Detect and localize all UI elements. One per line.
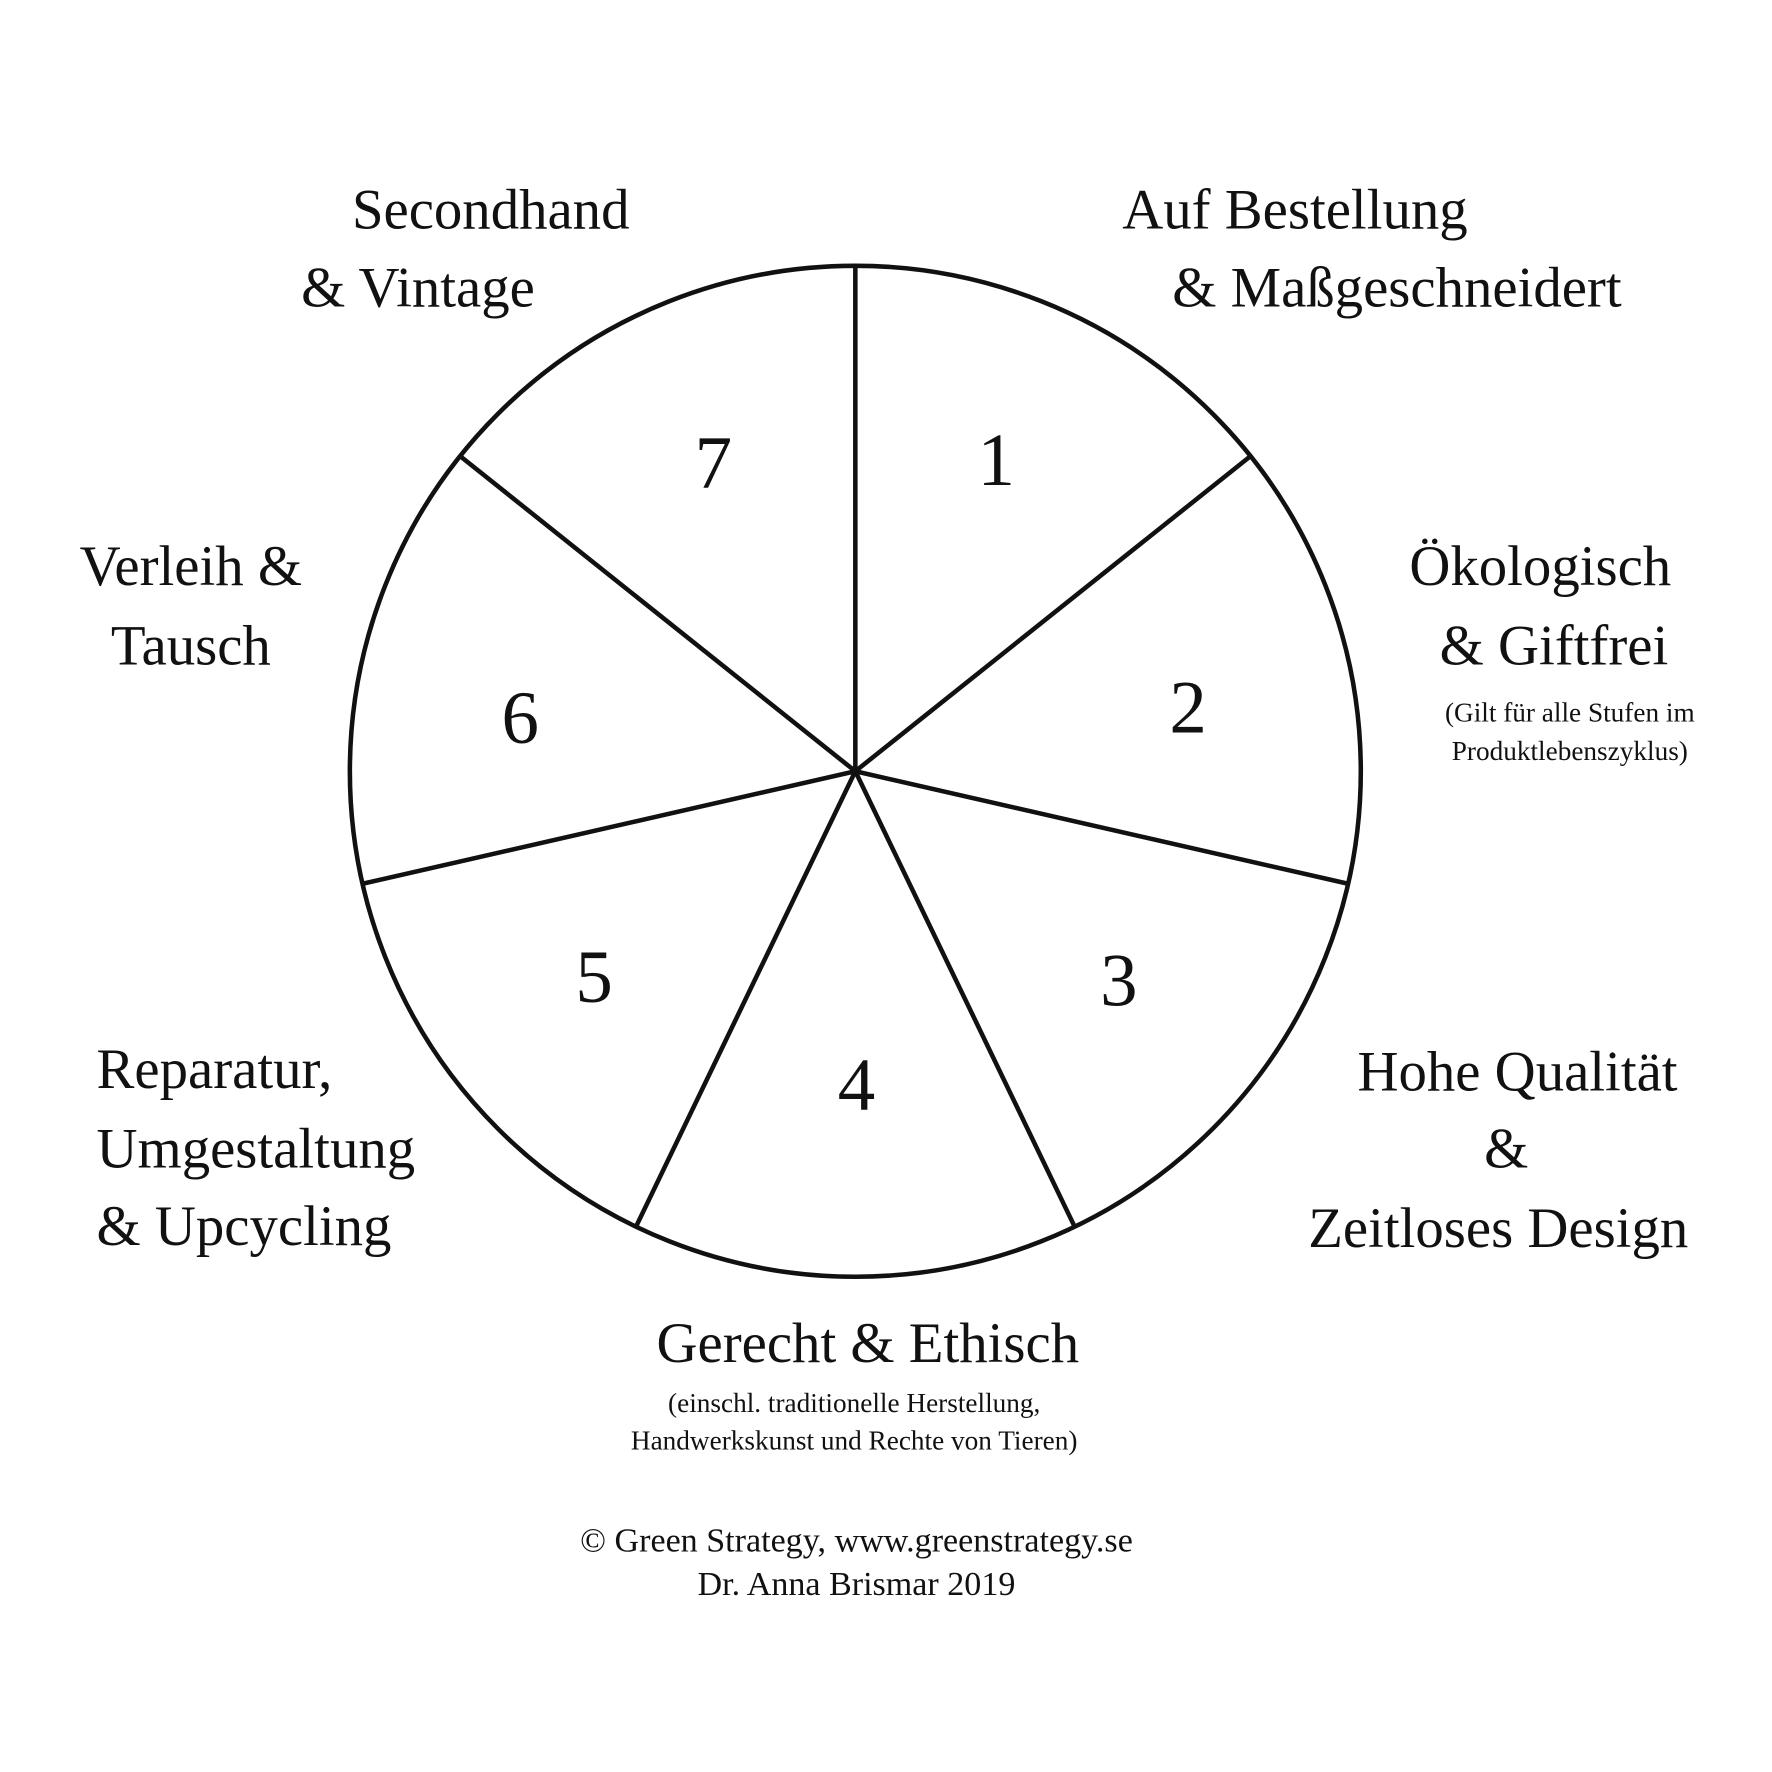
label-1: Auf Bestellung & Maßgeschneidert (1122, 178, 1622, 319)
segment-number-3: 3 (1100, 939, 1137, 1022)
segment-number-6: 6 (501, 677, 538, 760)
segment-divider (362, 769, 856, 886)
label-line: Gerecht & Ethisch (657, 1312, 1080, 1375)
segment-number-5: 5 (575, 936, 612, 1019)
segment-number-1: 1 (977, 419, 1014, 502)
segment-number-2: 2 (1169, 667, 1206, 750)
label-line: Secondhand (352, 178, 630, 241)
label-line: Tausch (111, 615, 271, 678)
label-note: (einschl. traditionelle Herstellung, (668, 1388, 1040, 1418)
label-line: & Vintage (301, 257, 535, 320)
label-line: Auf Bestellung (1122, 178, 1467, 241)
label-7: Secondhand & Vintage (301, 178, 629, 319)
label-line: Zeitloses Design (1308, 1197, 1688, 1260)
segment-divider (633, 770, 858, 1228)
label-line: & Giftfrei (1440, 615, 1669, 678)
author-line: Dr. Anna Brismar 2019 (698, 1566, 1016, 1603)
label-note: Produktlebenszyklus) (1452, 736, 1688, 766)
label-line: Verleih & (80, 535, 302, 598)
label-2: Ökologisch & Giftfrei (Gilt für alle Stu… (1409, 535, 1694, 766)
segment-divider (853, 770, 1077, 1228)
segment-divider (458, 454, 857, 774)
label-5: Reparatur, Umgestaltung & Upcycling (97, 1038, 416, 1258)
segment-number-4: 4 (838, 1044, 875, 1127)
label-line: Umgestaltung (97, 1118, 416, 1181)
segment-divider (854, 769, 1349, 886)
label-line: Reparatur, (97, 1038, 333, 1101)
wheel (347, 263, 1364, 1280)
copyright-line: © Green Strategy, www.greenstrategy.se (580, 1523, 1133, 1560)
label-line: Hohe Qualität (1358, 1040, 1678, 1103)
label-4: Gerecht & Ethisch (einschl. traditionell… (631, 1312, 1079, 1455)
segment-number-7: 7 (695, 421, 732, 504)
label-3: Hohe Qualität & Zeitloses Design (1308, 1040, 1688, 1260)
label-6: Verleih & Tausch (80, 535, 302, 678)
segment-divider (853, 454, 1252, 774)
credits: © Green Strategy, www.greenstrategy.se D… (580, 1523, 1133, 1603)
label-note: Handwerkskunst und Rechte von Tieren) (631, 1425, 1078, 1455)
label-line: & Upcycling (97, 1195, 392, 1258)
label-note: (Gilt für alle Stufen im (1445, 697, 1695, 727)
label-line: Ökologisch (1409, 535, 1671, 598)
label-line: & Maßgeschneidert (1172, 257, 1622, 320)
label-line: & (1484, 1118, 1528, 1181)
